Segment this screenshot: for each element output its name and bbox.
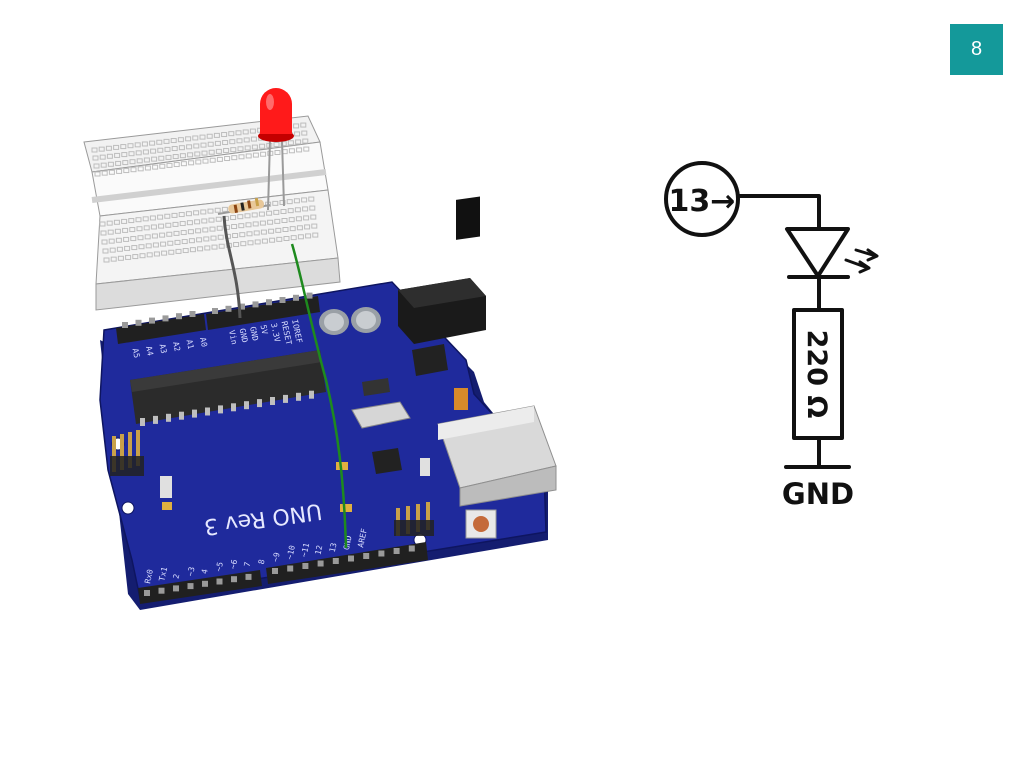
power-pin-label-5v: 5V (259, 324, 270, 335)
digital-pin-label-7: 7 (243, 561, 253, 568)
breadboard-led (258, 88, 294, 211)
power-pin-label-gnd: GND (248, 326, 260, 342)
breadboard-resistor (217, 197, 271, 215)
digital-pin-label--3: ~3 (186, 566, 197, 577)
digital-pin-label-8: 8 (257, 558, 267, 565)
usb-connector (437, 405, 557, 507)
digital-pin-label--6: ~6 (228, 559, 239, 570)
analog-pin-label-a4: A4 (144, 345, 155, 356)
digital-pin-label--10: ~10 (285, 544, 297, 560)
led-diode-symbol (785, 227, 850, 278)
power-pin-label-vin: Vin (227, 329, 239, 345)
digital-pin-label--9: ~9 (271, 551, 282, 562)
power-pin-label-gnd: GND (238, 328, 250, 344)
power-jack (398, 196, 486, 344)
pin13-symbol (664, 161, 740, 237)
page-number-badge: 8 (950, 24, 1003, 75)
digital-pin-label-rx0: Rx0 (143, 568, 155, 584)
circuit-schematic (664, 161, 879, 469)
power-pin-label-3-3v: 3.3V (269, 322, 282, 343)
signal-wire-pin13 (290, 243, 348, 549)
schematic-wire (736, 194, 821, 230)
digital-pin-label--5: ~5 (214, 561, 225, 572)
breadboard (83, 115, 341, 311)
analog-pin-label-a5: A5 (131, 348, 142, 359)
digital-pin-label-aref: AREF (356, 528, 369, 549)
digital-pin-label-13: 13 (328, 542, 339, 553)
digital-pin-label-4: 4 (200, 568, 210, 575)
ground-wire (222, 215, 242, 319)
ground-label: GND (782, 477, 854, 511)
digital-pin-label-gnd: GND (342, 535, 354, 551)
analog-pin-label-a2: A2 (171, 341, 182, 352)
digital-pin-label--11: ~11 (299, 542, 311, 558)
analog-pin-label-a3: A3 (158, 343, 169, 354)
capacitors (319, 307, 381, 335)
analog-pin-label-a1: A1 (185, 339, 196, 350)
resistor-value-label: 220 Ω (801, 330, 832, 419)
reset-button (465, 509, 497, 539)
digital-pin-label-12: 12 (314, 544, 325, 555)
digital-pin-label-tx1: Tx1 (157, 566, 169, 582)
led-light-arrows-icon (844, 248, 879, 274)
digital-pin-label-2: 2 (172, 573, 182, 580)
analog-pin-label-a0: A0 (198, 337, 209, 348)
pin13-label: 13→ (669, 184, 736, 219)
atmega-chip (130, 350, 326, 426)
